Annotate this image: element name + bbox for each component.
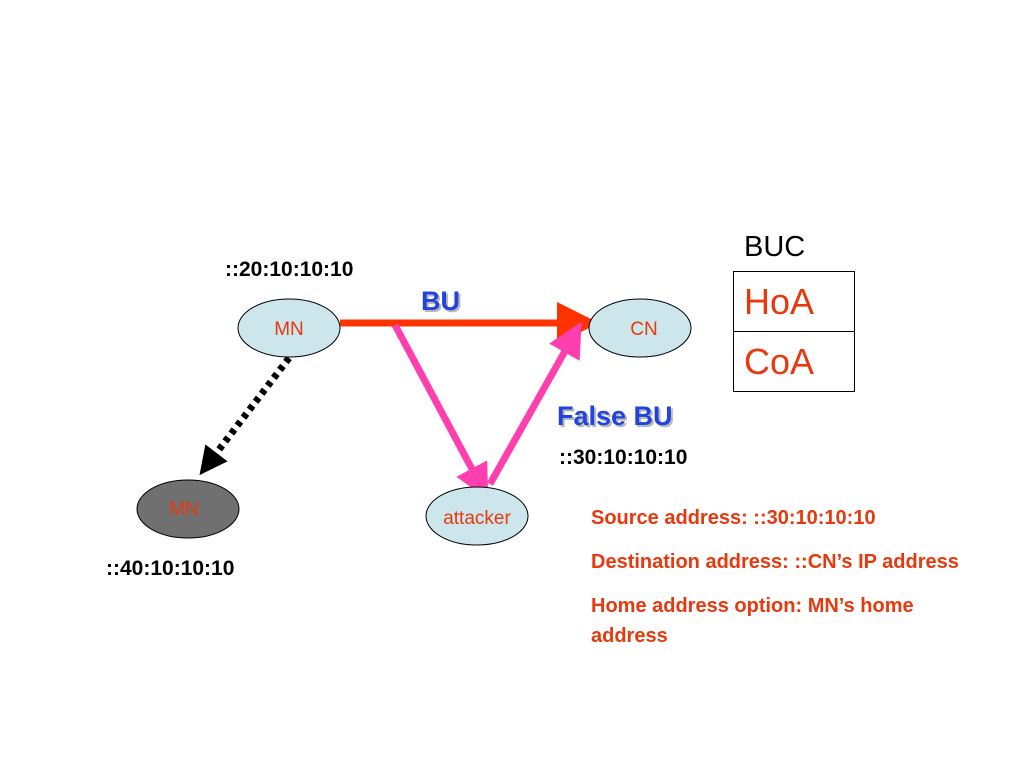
false-bu-arrow-to-cn	[486, 321, 582, 486]
attacker-address: ::30:10:10:10	[559, 446, 688, 469]
source-address-line: Source address: ::30:10:10:10	[591, 507, 876, 529]
buc-title: BUC	[744, 231, 806, 263]
mn-moved-address: ::40:10:10:10	[106, 557, 235, 580]
movement-arrow	[199, 355, 292, 476]
mn-moved-node: MN	[136, 479, 240, 539]
buc-row: CoA	[733, 331, 855, 392]
buc-row: HoA	[733, 271, 855, 332]
false-bu-label: False BU	[557, 401, 673, 431]
mn-home-label: MN	[274, 319, 304, 340]
cn-label: CN	[630, 319, 657, 340]
cn-node: CN	[588, 298, 692, 358]
mn-home-address: ::20:10:10:10	[225, 258, 354, 281]
buc-table: HoA CoA	[733, 271, 855, 392]
bu-label: BU	[421, 286, 460, 316]
false-bu-arrow-to-attacker	[391, 323, 489, 500]
mn-moved-label: MN	[169, 499, 199, 520]
buc-cell-coa: CoA	[733, 331, 855, 392]
attacker-node: attacker	[425, 486, 529, 546]
attacker-label: attacker	[443, 508, 511, 529]
mn-home-node: MN	[237, 298, 341, 358]
home-address-option-line: Home address option: MN’s home address	[591, 595, 914, 647]
buc-cell-hoa: HoA	[733, 271, 855, 332]
false-bu-details: Source address: ::30:10:10:10 Destinatio…	[591, 503, 971, 665]
destination-address-line: Destination address: ::CN’s IP address	[591, 551, 959, 573]
